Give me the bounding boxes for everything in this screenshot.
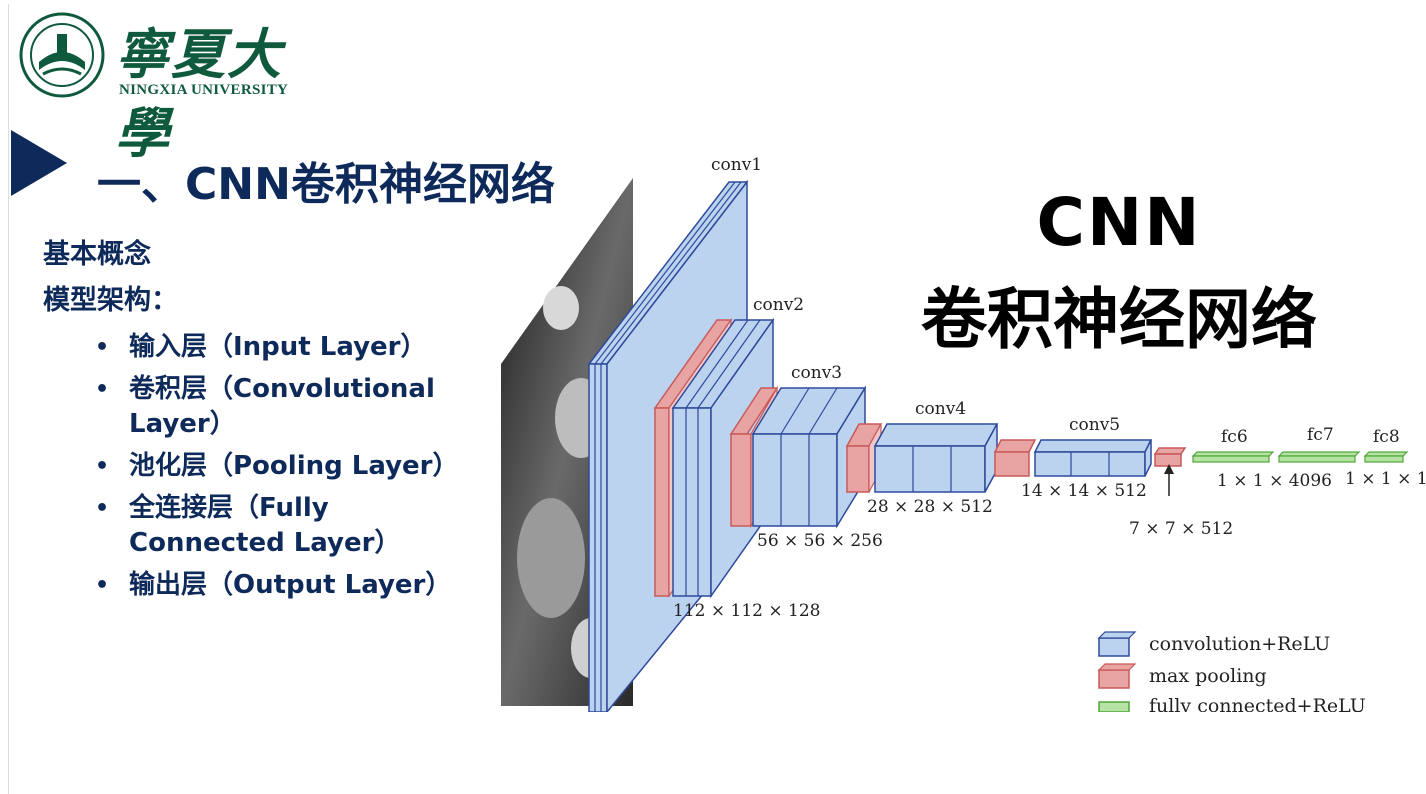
dim-14: 14 × 14 × 512 xyxy=(1021,481,1147,501)
university-calligraphy: 寧夏大學 xyxy=(115,22,283,165)
label-conv5: conv5 xyxy=(1069,415,1120,435)
label-conv4: conv4 xyxy=(915,399,966,419)
list-item: • 卷积层（Convolutional Layer） xyxy=(43,372,469,442)
section-title: 一、CNN卷积神经网络 xyxy=(97,159,555,210)
conv3-block xyxy=(729,385,867,529)
slide: 寧夏大學 NINGXIA UNIVERSITY 一、CNN卷积神经网络 基本概念… xyxy=(8,4,1426,794)
layer-label: 全连接层（Fully Connected Layer） xyxy=(129,493,401,558)
dim-56: 56 × 56 × 256 xyxy=(757,531,883,551)
bullet: • xyxy=(95,454,110,479)
label-fc6: fc6 xyxy=(1221,427,1248,447)
dim-7: 7 × 7 × 512 xyxy=(1129,519,1233,539)
pool5-block xyxy=(1153,447,1187,496)
list-item: • 池化层（Pooling Layer） xyxy=(43,449,469,484)
list-item: • 输出层（Output Layer） xyxy=(43,568,469,603)
dim-1000: 1 × 1 × 1000 xyxy=(1345,469,1426,489)
label-conv3: conv3 xyxy=(791,363,842,383)
layer-label: 卷积层（Convolutional Layer） xyxy=(129,374,435,439)
legend-conv: convolution+ReLU xyxy=(1149,633,1330,655)
bullet: • xyxy=(95,573,110,598)
legend-pool: max pooling xyxy=(1149,665,1267,687)
fc-blocks xyxy=(1191,451,1409,463)
label-conv2: conv2 xyxy=(753,295,804,315)
label-conv1: conv1 xyxy=(711,155,762,175)
layer-label: 输出层（Output Layer） xyxy=(129,570,452,600)
section-triangle-icon xyxy=(11,130,67,196)
bullet: • xyxy=(95,335,110,360)
dim-4096: 1 × 1 × 4096 xyxy=(1217,471,1332,491)
figure-title-chinese: 卷积神经网络 xyxy=(921,281,1317,358)
bullet: • xyxy=(95,377,110,402)
legend: convolution+ReLU max pooling fully conne… xyxy=(1097,631,1366,712)
label-fc8: fc8 xyxy=(1373,427,1400,447)
heading-basic-concepts: 基本概念 xyxy=(43,239,151,270)
list-item: • 输入层（Input Layer） xyxy=(43,330,469,365)
conv5-block xyxy=(993,439,1153,477)
list-item: • 全连接层（Fully Connected Layer） xyxy=(43,491,469,561)
university-seal-icon xyxy=(19,12,105,98)
cnn-architecture-diagram: conv1 conv2 conv3 xyxy=(587,155,1426,712)
layer-list: • 输入层（Input Layer） • 卷积层（Convolutional Lay… xyxy=(43,330,469,603)
content-text: 基本概念 模型架构： • 输入层（Input Layer） • 卷积层（Convol… xyxy=(43,232,469,610)
bullet: • xyxy=(95,496,110,521)
layer-label: 输入层（Input Layer） xyxy=(129,332,427,362)
university-logo: 寧夏大學 NINGXIA UNIVERSITY xyxy=(19,12,309,165)
label-fc7: fc7 xyxy=(1307,425,1334,445)
figure-title-cnn: CNN xyxy=(1036,184,1202,261)
conv4-block xyxy=(845,423,999,493)
legend-fc: fully connected+ReLU xyxy=(1149,695,1366,712)
dim-28: 28 × 28 × 512 xyxy=(867,497,993,517)
heading-model-architecture: 模型架构： xyxy=(43,285,178,316)
university-english-name: NINGXIA UNIVERSITY xyxy=(119,82,289,98)
layer-label: 池化层（Pooling Layer） xyxy=(129,451,459,481)
dim-112: 112 × 112 × 128 xyxy=(673,601,820,621)
